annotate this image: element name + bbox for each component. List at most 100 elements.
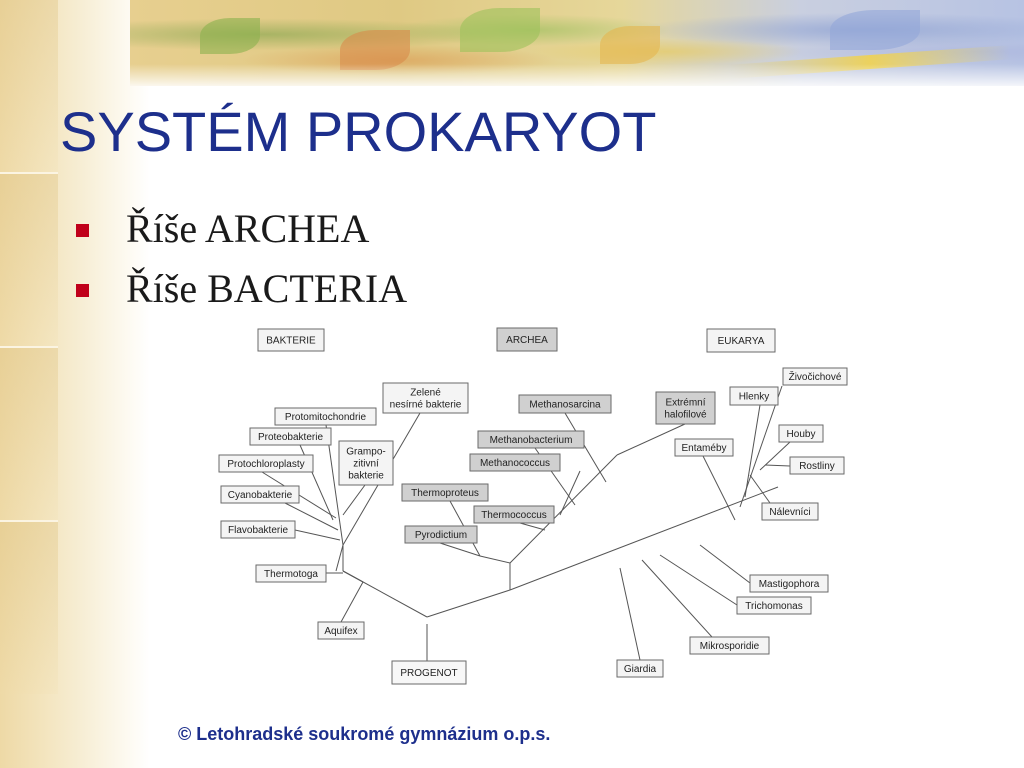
taxon-box	[404, 525, 478, 544]
tree-branch-line	[519, 522, 546, 531]
taxon-box	[220, 520, 296, 539]
taxon-label-line: Nálevníci	[769, 507, 810, 518]
taxon-label: Thermotoga	[264, 569, 318, 580]
taxon-box	[218, 454, 314, 473]
taxon-box	[338, 440, 394, 486]
taxon-label-line: Methanococcus	[480, 458, 550, 469]
taxon-label-line: ARCHEA	[506, 335, 548, 346]
taxon-label-line: Aquifex	[324, 626, 357, 637]
taxon-node-protochloroplasty: Protochloroplasty	[218, 454, 314, 473]
taxon-node-pyrodictium: Pyrodictium	[404, 525, 478, 544]
taxon-box	[469, 453, 561, 472]
tree-branch-line	[699, 544, 751, 584]
taxon-label-line: nesírné bakterie	[390, 400, 462, 411]
taxon-box	[749, 574, 829, 593]
taxon-node-houby: Houby	[778, 424, 824, 443]
taxon-box	[782, 367, 848, 386]
tree-branch-line	[764, 464, 791, 467]
taxon-label: Pyrodictium	[415, 530, 467, 541]
square-bullet-icon	[76, 224, 89, 237]
taxon-box	[761, 502, 819, 521]
taxon-label-line: Cyanobakterie	[228, 490, 293, 501]
taxon-label-line: Flavobakterie	[228, 525, 288, 536]
taxon-label: Houby	[787, 429, 816, 440]
taxon-label-line: Thermotoga	[264, 569, 318, 580]
taxon-label-line: bakterie	[348, 471, 384, 482]
banner-fade	[130, 64, 1024, 86]
taxon-label: Methanococcus	[480, 458, 550, 469]
taxon-node-eukarya: EUKARYA	[706, 328, 776, 353]
taxon-label-line: Houby	[787, 429, 816, 440]
strip-tile	[0, 0, 58, 172]
taxon-box	[729, 386, 779, 406]
taxon-label: Aquifex	[324, 626, 357, 637]
slide-title: SYSTÉM PROKARYOT	[60, 100, 657, 163]
taxon-node-thermococcus: Thermococcus	[473, 505, 555, 524]
bullet-text: Říše ARCHEA	[126, 206, 370, 251]
left-decorative-strip	[0, 0, 150, 768]
taxon-label-line: PROGENOT	[400, 668, 457, 679]
taxon-label-line: Giardia	[624, 664, 657, 675]
tree-branch-line	[439, 542, 481, 557]
tree-branch-line	[619, 567, 641, 661]
taxon-label-line: Mastigophora	[759, 579, 820, 590]
taxon-label-line: Mikrosporidie	[700, 641, 760, 652]
taxon-box	[382, 382, 469, 414]
taxon-label-line: EUKARYA	[718, 336, 765, 347]
taxon-node-methanobacterium: Methanobacterium	[477, 430, 585, 449]
taxon-box	[391, 660, 467, 685]
taxon-box	[220, 485, 300, 504]
taxon-box	[473, 505, 555, 524]
tree-branch-line	[564, 412, 607, 483]
taxon-box	[477, 430, 585, 449]
leaf-shape	[200, 18, 260, 54]
strip-tile	[0, 348, 58, 520]
taxon-label-line: BAKTERIE	[266, 336, 316, 347]
taxon-label-line: Pyrodictium	[415, 530, 467, 541]
leaf-shape	[460, 8, 540, 52]
tree-branch-line	[641, 559, 713, 638]
taxon-label: Protochloroplasty	[227, 459, 304, 470]
strip-seam	[0, 172, 58, 174]
taxon-node-bakterie: BAKTERIE	[257, 328, 325, 352]
taxon-label: EUKARYA	[718, 336, 765, 347]
taxon-node-mastigophora: Mastigophora	[749, 574, 829, 593]
tree-branch-line	[479, 555, 511, 564]
taxon-label-line: Živočichové	[789, 370, 842, 383]
taxon-node-trichomonas: Trichomonas	[736, 596, 812, 615]
tree-branch-line	[284, 502, 339, 531]
taxon-box	[655, 391, 716, 425]
taxon-label: Flavobakterie	[228, 525, 288, 536]
taxon-box	[401, 483, 489, 502]
taxon-box	[255, 564, 327, 583]
taxon-label: Entaméby	[681, 443, 726, 454]
taxon-node-rostliny: Rostliny	[789, 456, 845, 475]
taxon-label: Živočichové	[789, 370, 842, 383]
taxon-label-line: Thermoproteus	[411, 488, 479, 499]
taxon-box	[496, 327, 558, 352]
taxon-label-line: Entaméby	[681, 443, 726, 454]
taxon-label: Hlenky	[739, 392, 770, 403]
taxon-node-zivocichove: Živočichové	[782, 367, 848, 386]
tree-branch-line	[335, 544, 344, 572]
taxon-label-line: Grampo-	[346, 447, 385, 458]
taxon-label-line: zitivní	[353, 459, 379, 470]
leaf-shape	[600, 26, 660, 64]
taxon-node-flavobakterie: Flavobakterie	[220, 520, 296, 539]
taxon-label: Thermococcus	[481, 510, 547, 521]
taxon-box	[274, 407, 377, 426]
taxon-node-root: PROGENOT	[391, 660, 467, 685]
taxon-label: PROGENOT	[400, 668, 457, 679]
taxon-label: Proteobakterie	[258, 432, 323, 443]
taxon-label: Trichomonas	[745, 601, 802, 612]
taxon-label: Thermoproteus	[411, 488, 479, 499]
taxon-node-cyanobakterie: Cyanobakterie	[220, 485, 300, 504]
taxon-node-proteobakterie: Proteobakterie	[249, 427, 332, 446]
taxon-node-methanosarcina: Methanosarcina	[518, 394, 612, 414]
taxon-label-line: Extrémní	[665, 398, 705, 409]
tree-branch-line	[340, 581, 364, 623]
leaf-shape	[340, 30, 410, 70]
taxon-label-line: Methanobacterium	[490, 435, 573, 446]
